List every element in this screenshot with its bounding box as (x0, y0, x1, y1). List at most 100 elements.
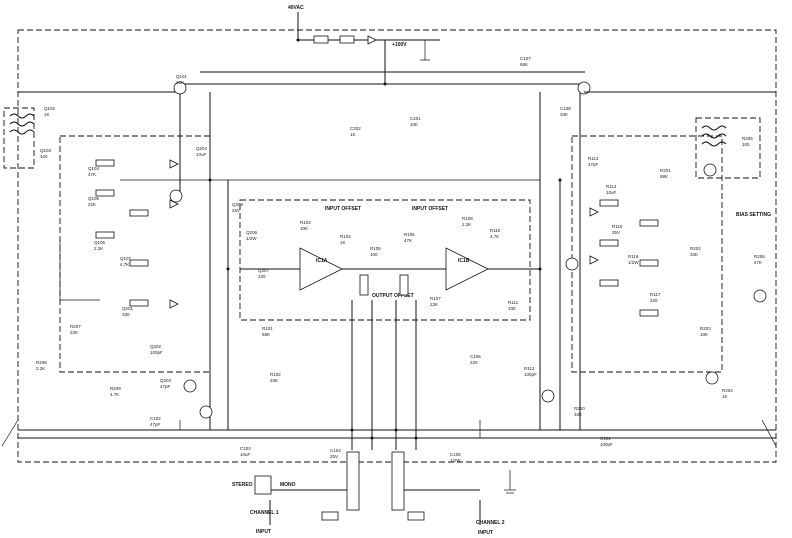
component-ref-label: C107 (520, 56, 531, 61)
component-ref-label: R110 (490, 228, 501, 233)
component-value-label: 1/2W (246, 236, 257, 241)
supply-reg-label: +100V (392, 42, 407, 48)
junction-dots (208, 38, 562, 440)
component-value-label: 100 (370, 252, 378, 257)
component-ref-label: Q201 (122, 306, 134, 311)
component-value-label: 220 (470, 360, 478, 365)
ground-symbols (1, 419, 777, 447)
right-opamp-label: IC1B (458, 258, 470, 264)
component-ref-label: R102 (270, 372, 281, 377)
component-value-label: 2.2K (94, 246, 103, 251)
component-value-label: 220 (650, 298, 658, 303)
component-ref-label: C108 (560, 106, 571, 111)
component-value-label: 220 (258, 274, 266, 279)
channel2-sub-label: INPUT (478, 530, 493, 536)
component-ref-label: R116 (628, 254, 639, 259)
component-value-label: 22K (70, 330, 78, 335)
component-ref-label: R205 (742, 136, 753, 141)
right-driver-box (571, 135, 723, 373)
component-ref-label: C103 (240, 446, 251, 451)
component-value-label: 22K (88, 202, 96, 207)
component-ref-label: C101 (600, 436, 611, 441)
component-value-label: 1K (44, 112, 50, 117)
component-ref-label: R107 (430, 296, 441, 301)
component-value-label: 25V (612, 230, 620, 235)
left-input-offset-label: INPUT OFFSET (325, 206, 361, 212)
component-ref-label: R103 (300, 220, 311, 225)
component-value-label: 330 (122, 312, 130, 317)
component-ref-label: R210 (574, 406, 585, 411)
component-value-label: 33K (560, 112, 568, 117)
component-ref-label: Q107 (120, 256, 132, 261)
component-ref-label: R104 (340, 234, 351, 239)
component-ref-label: R111 (508, 300, 519, 305)
component-ref-label: R115 (612, 224, 623, 229)
component-labels: Q10110KQ1021KQ103100Q10447KQ10522KQ1062.… (36, 56, 765, 463)
channel1-label: CHANNEL 1 (250, 510, 279, 516)
component-ref-label: Q103 (40, 148, 52, 153)
component-value-label: 1K (340, 240, 346, 245)
component-ref-label: Q206 (246, 230, 258, 235)
component-value-label: 47K (88, 172, 96, 177)
component-ref-label: C102 (150, 416, 161, 421)
opamp-section: IC1A IC1B INPUT OFFSET INPUT OFFSET OUTP… (239, 199, 540, 321)
right-opamp-symbol (445, 247, 489, 291)
component-value-label: 10uF (240, 452, 251, 457)
component-ref-label: Q105 (88, 196, 100, 201)
right-output-coil (695, 117, 761, 179)
component-ref-label: Q203 (160, 378, 172, 383)
component-value-label: 68K (520, 62, 528, 67)
component-ref-label: R113 (588, 156, 599, 161)
component-ref-label: Q104 (88, 166, 100, 171)
supply-rail-label: 40VAC (288, 5, 304, 11)
component-value-label: 10K (700, 332, 708, 337)
component-ref-label: Q204 (196, 146, 208, 151)
component-value-label: 4.7K (110, 392, 119, 397)
component-value-label: 33K (270, 378, 278, 383)
component-ref-label: R202 (690, 246, 701, 251)
component-ref-label: R105 (370, 246, 381, 251)
output-offset-label: OUTPUT OFFSET (372, 293, 414, 299)
component-ref-label: Q106 (94, 240, 106, 245)
component-ref-label: Q205 (232, 202, 244, 207)
right-input-offset-label: INPUT OFFSET (412, 206, 448, 212)
component-value-label: 47pF (150, 422, 161, 427)
component-ref-label: Q202 (150, 344, 162, 349)
component-value-label: 10K (300, 226, 308, 231)
component-value-label: 100pF (524, 372, 537, 377)
component-ref-label: R207 (70, 324, 81, 329)
component-value-label: 10K (410, 122, 418, 127)
component-value-label: 33K (690, 252, 698, 257)
component-value-label: 2.2K (462, 222, 471, 227)
component-value-label: 68K (262, 332, 270, 337)
vertical-trunks (120, 81, 776, 450)
component-value-label: 47K (404, 238, 412, 243)
component-ref-label: Q102 (44, 106, 56, 111)
component-value-label: 1/2W (450, 458, 461, 463)
component-ref-label: Q101 (176, 74, 188, 79)
component-value-label: 1/2W (628, 260, 639, 265)
component-ref-label: R114 (606, 184, 617, 189)
component-value-label: 47pF (588, 162, 599, 167)
component-value-label: 100 (40, 154, 48, 159)
component-value-label: 68K (660, 174, 668, 179)
component-ref-label: R106 (404, 232, 415, 237)
component-value-label: 330 (508, 306, 516, 311)
component-value-label: 4.7K (490, 234, 499, 239)
channel1-sub-label: INPUT (256, 529, 271, 535)
component-ref-label: C201 (410, 116, 421, 121)
left-opamp-label: IC1A (316, 258, 328, 264)
component-value-label: 25V (330, 454, 338, 459)
left-component-stack (59, 159, 213, 419)
component-ref-label: R204 (722, 388, 733, 393)
component-value-label: 4.7K (120, 262, 129, 267)
left-opamp-symbol (299, 247, 343, 291)
component-ref-label: Q207 (258, 268, 270, 273)
component-value-label: 10uF (606, 190, 617, 195)
component-ref-label: R101 (262, 326, 273, 331)
input-section: CHANNEL 1 INPUT CHANNEL 2 INPUT STEREO M… (232, 451, 516, 536)
component-value-label: 100pF (150, 350, 163, 355)
component-ref-label: C104 (330, 448, 341, 453)
component-value-label: 47K (754, 260, 762, 265)
